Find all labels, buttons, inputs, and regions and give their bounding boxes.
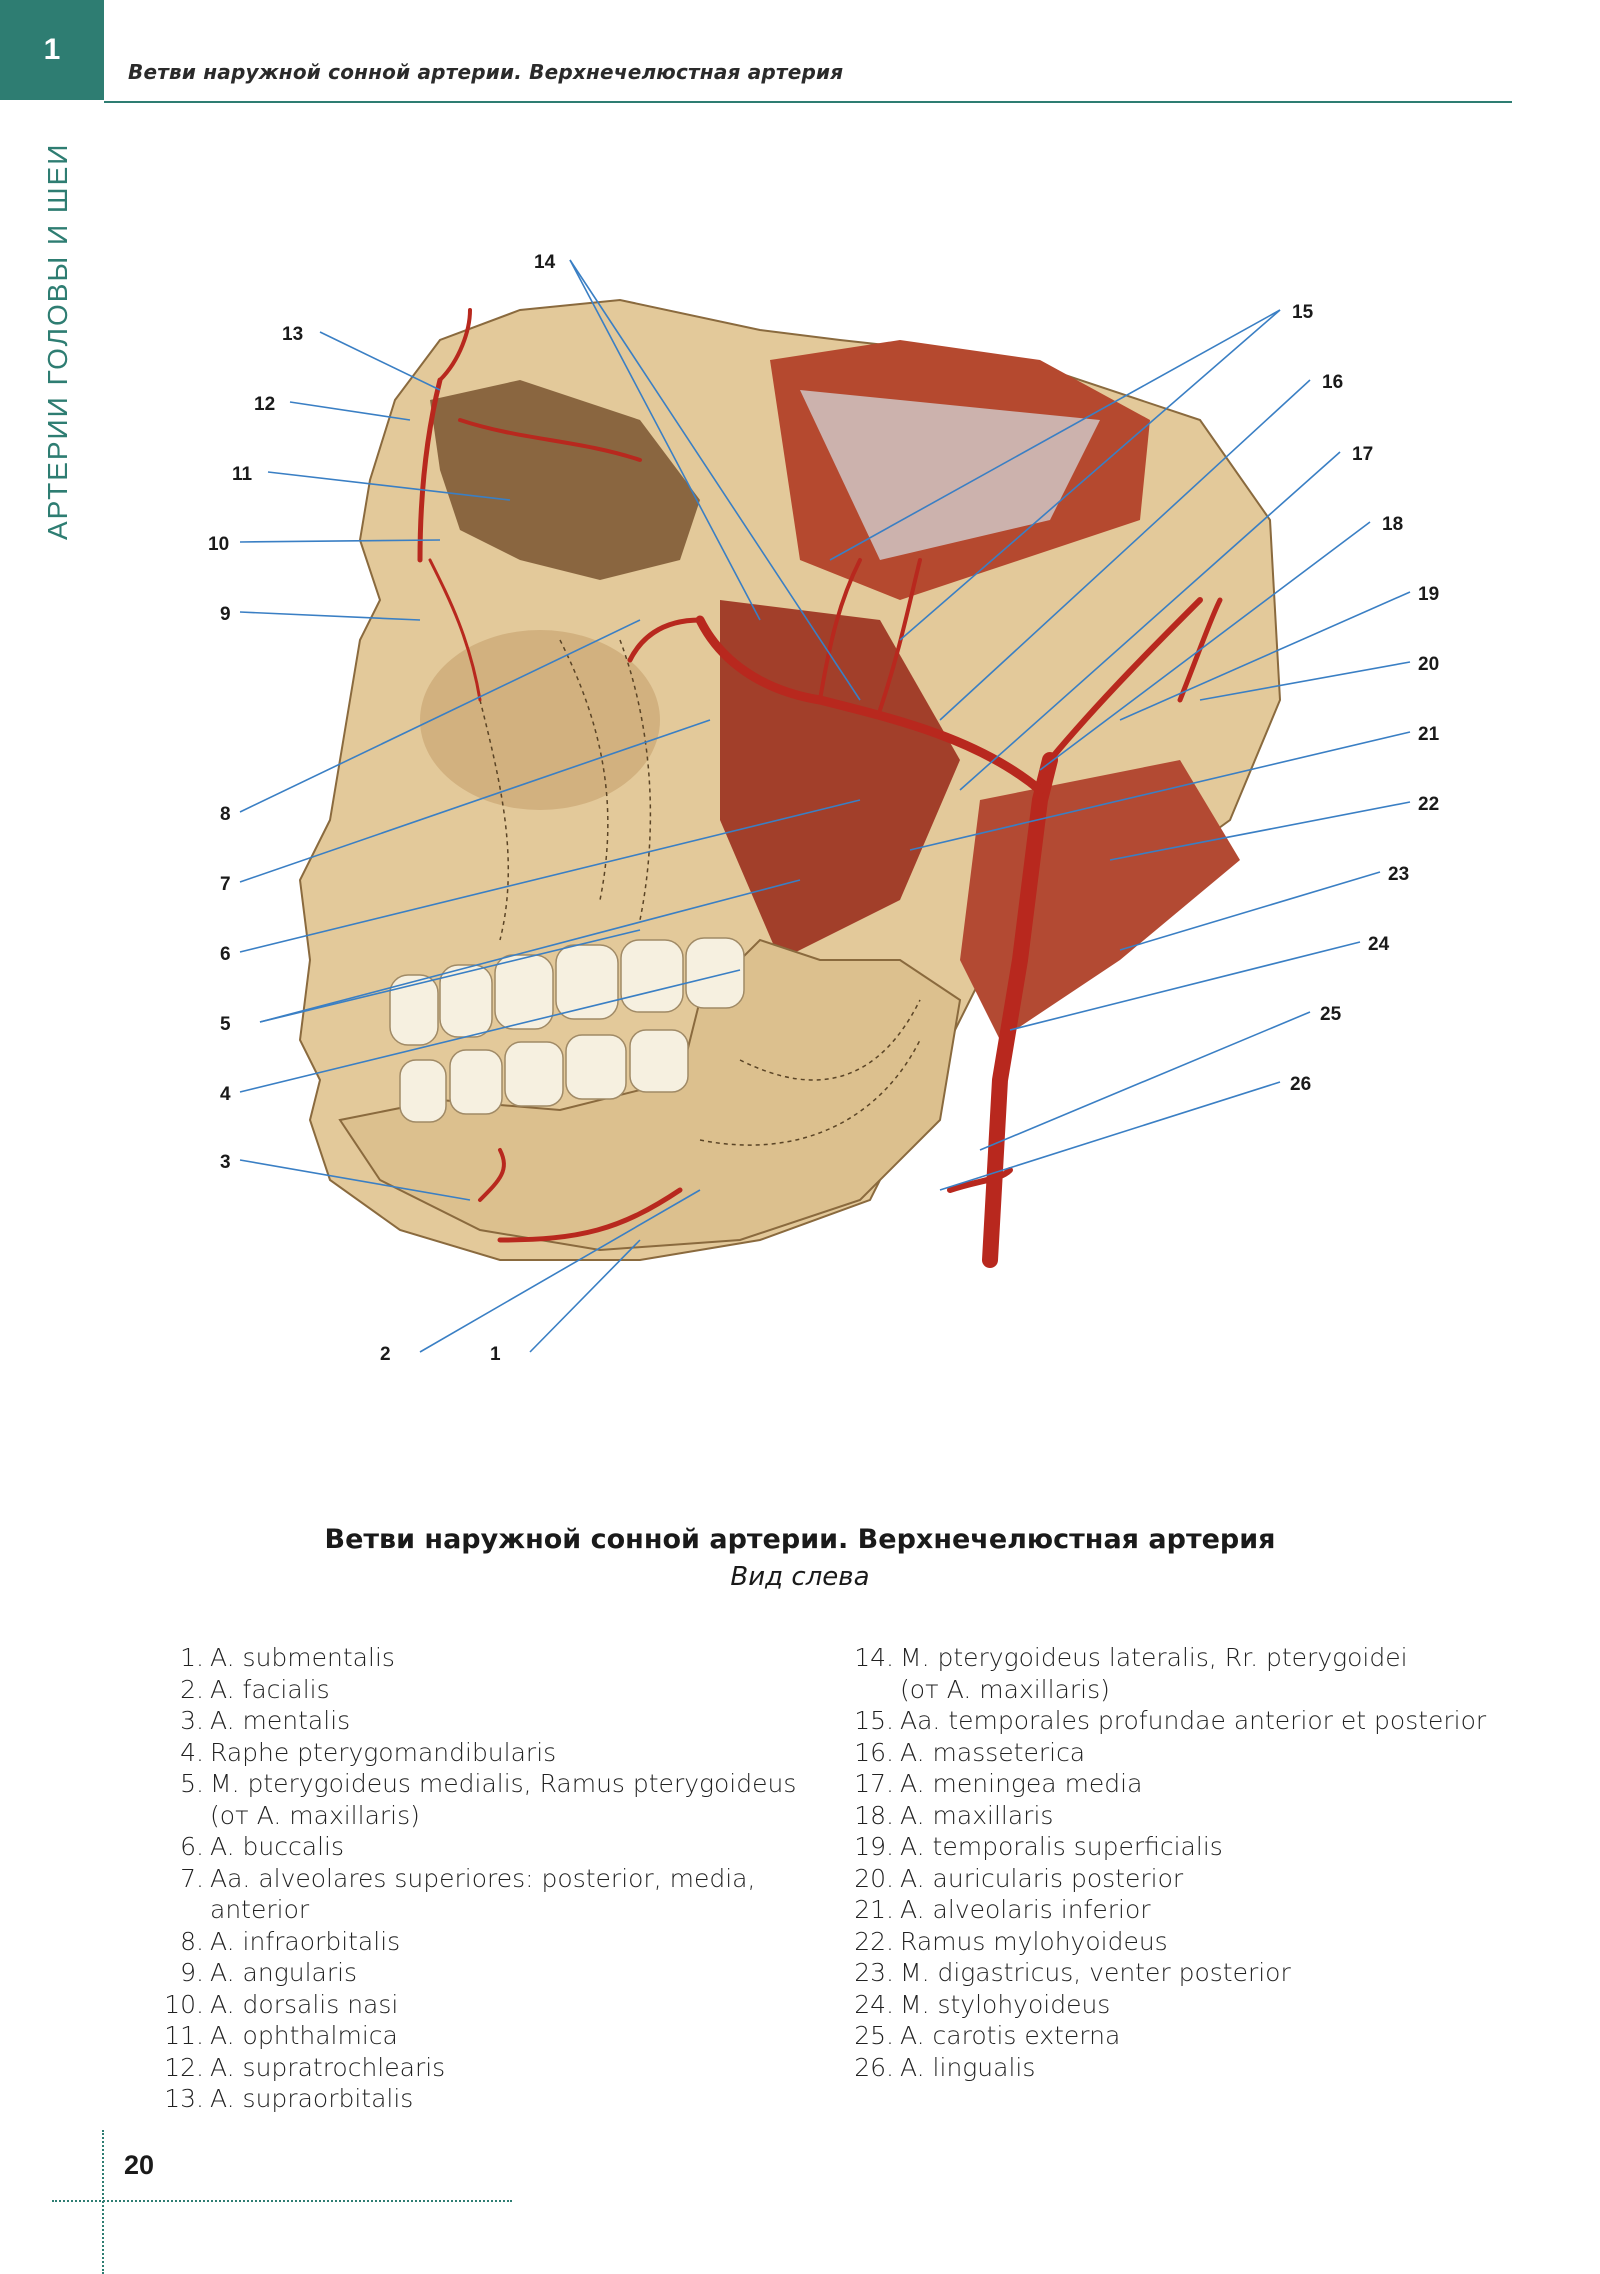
callout-25: 25 <box>1320 1004 1342 1025</box>
legend-item: 21.A. alveolaris inferior <box>854 1895 1151 1924</box>
callout-10: 10 <box>208 534 229 555</box>
callout-26: 26 <box>1290 1074 1311 1095</box>
legend-item: 10.A. dorsalis nasi <box>164 1989 399 2019</box>
header-rule <box>104 101 1512 103</box>
callout-19: 19 <box>1418 584 1439 605</box>
legend-item: 17.A. meningea media <box>854 1769 1143 1798</box>
chapter-tab: 1 <box>0 0 104 100</box>
legend-item: 19.A. temporalis superficialis <box>854 1832 1223 1861</box>
callout-12: 12 <box>254 394 275 415</box>
skull-drawing <box>298 298 1282 1261</box>
legend-item: (от A. maxillaris) <box>900 1674 1110 1704</box>
figure-caption-title: Ветви наружной сонной артерии. Верхнечел… <box>324 1524 1276 1555</box>
callout-6: 6 <box>220 944 231 965</box>
legend-item: 1.A. submentalis <box>180 1643 395 1672</box>
callout-17: 17 <box>1352 444 1373 465</box>
callout-24: 24 <box>1368 934 1390 955</box>
callout-20: 20 <box>1418 654 1439 675</box>
callout-2: 2 <box>380 1344 391 1365</box>
legend-item: (от A. maxillaris) <box>210 1800 420 1830</box>
legend-item: 16.A. masseterica <box>854 1737 1086 1767</box>
anatomical-illustration: 1 2 3 4 5 6 7 8 9 10 11 12 13 14 15 16 1… <box>208 252 1440 1365</box>
arteries-drawing <box>417 308 1223 1268</box>
legend-item: 12.A. supratrochlearis <box>164 2052 446 2082</box>
running-header-title: Ветви наружной сонной артерии. Верхнечел… <box>128 60 844 84</box>
callout-15: 15 <box>1292 302 1314 323</box>
callout-22: 22 <box>1418 794 1439 815</box>
callout-16: 16 <box>1322 372 1343 393</box>
legend-item: 7.Aa. alveolares superiores: posterior, … <box>180 1863 756 1925</box>
legend-item: 22.Ramus mylohyoideus <box>854 1926 1168 1956</box>
legend-item: 18.A. maxillaris <box>854 1800 1054 1830</box>
legend-item: 2.A. facialis <box>180 1674 330 1704</box>
legend-item: 4.Raphe pterygomandibularis <box>180 1737 557 1767</box>
legend-item: 9.A. angularis <box>180 1958 358 1987</box>
footer-dotted-vertical <box>102 2130 104 2274</box>
legend-item: 26.A. lingualis <box>854 2052 1036 2082</box>
legend-item: 11.A. ophthalmica <box>164 2021 398 2050</box>
page-number: 20 <box>124 2150 155 2180</box>
legend-item: 8.A. infraorbitalis <box>180 1926 401 1956</box>
callout-numbers: 1 2 3 4 5 6 7 8 9 10 11 12 13 14 15 16 1… <box>208 252 1440 1365</box>
legend-item: 24.M. stylohyoideus <box>854 1989 1111 2019</box>
callout-8: 8 <box>220 804 231 825</box>
callout-4: 4 <box>220 1084 231 1105</box>
figure-caption-subtitle: Вид слева <box>730 1562 870 1592</box>
legend-item: 5.M. pterygoideus medialis, Ramus pteryg… <box>180 1769 797 1798</box>
legend-left-column: 1.A. submentalis 2.A. facialis 3.A. ment… <box>160 1642 820 2115</box>
legend-item: 23.M. digastricus, venter posterior <box>854 1958 1291 1987</box>
legend-item: 20.A. auricularis posterior <box>854 1863 1184 1893</box>
callout-9: 9 <box>220 604 231 625</box>
legend-right-column: 14.M. pterygoideus lateralis, Rr. pteryg… <box>850 1642 1570 2083</box>
callout-13: 13 <box>282 324 303 345</box>
legend-item: 14.M. pterygoideus lateralis, Rr. pteryg… <box>854 1643 1408 1672</box>
legend-item: 15.Aa. temporales profundae anterior et … <box>854 1706 1487 1735</box>
footer-dotted-rule <box>52 2200 512 2202</box>
legend-item: 25.A. carotis externa <box>854 2021 1121 2050</box>
callout-1: 1 <box>490 1344 501 1365</box>
callout-18: 18 <box>1382 514 1403 535</box>
callout-7: 7 <box>220 874 231 895</box>
legend-item: 3.A. mentalis <box>180 1706 351 1735</box>
callout-21: 21 <box>1418 724 1440 745</box>
callout-5: 5 <box>220 1014 231 1035</box>
callout-3: 3 <box>220 1152 231 1173</box>
callout-11: 11 <box>232 464 253 485</box>
legend-item: 13.A. supraorbitalis <box>164 2084 414 2113</box>
callout-14: 14 <box>534 252 556 273</box>
leader-lines <box>239 259 1411 1353</box>
callout-23: 23 <box>1388 864 1409 885</box>
legend-item: 6.A. buccalis <box>180 1832 344 1861</box>
